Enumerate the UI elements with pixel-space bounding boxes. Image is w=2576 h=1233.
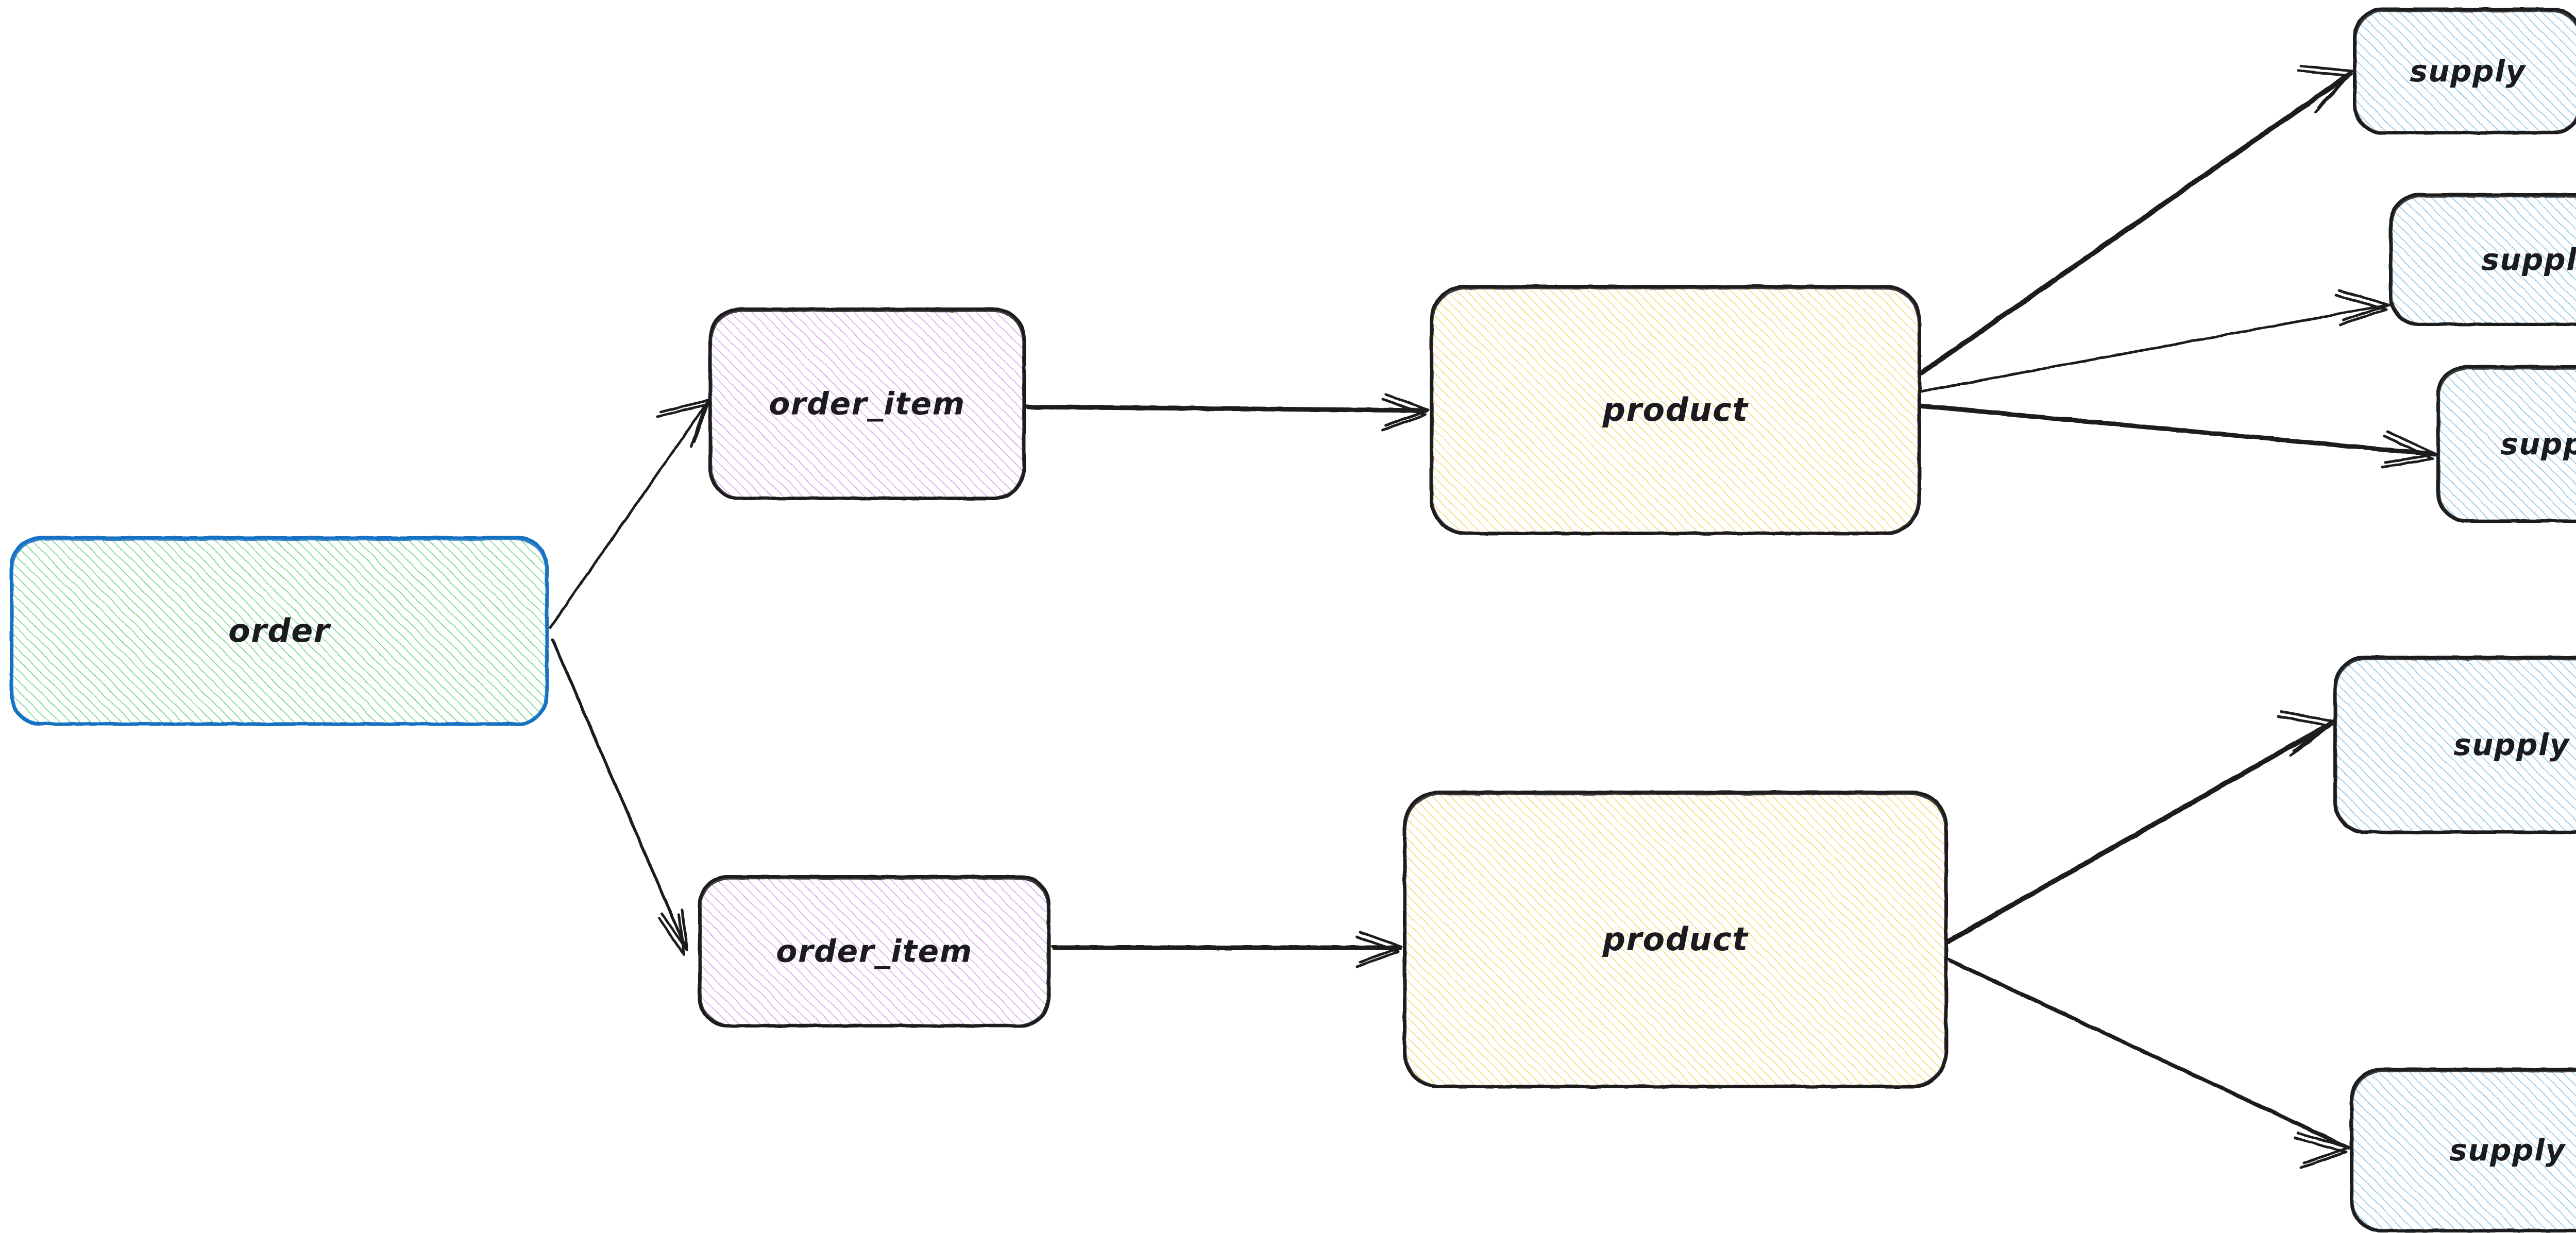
edge-product_top-to-supply_2[interactable] [1919, 289, 2391, 393]
edge-product_top-to-supply_1[interactable] [1919, 64, 2354, 375]
edge-arrowhead-second-stroke [2293, 1136, 2348, 1169]
edge-arrowhead [2280, 710, 2334, 752]
edge-product_bottom-to-supply_5[interactable] [1947, 957, 2351, 1169]
edge-arrowhead [2337, 289, 2391, 322]
node-supply_3[interactable]: supply [2436, 365, 2576, 523]
edge-order_item_bottom-to-product_bottom[interactable] [1050, 931, 1403, 968]
node-label: supply [2500, 426, 2576, 461]
edge-line-second-stroke [1921, 405, 2436, 457]
edge-arrowhead-second-stroke [2277, 715, 2331, 757]
node-outline-second-stroke [2351, 1070, 2576, 1231]
nodes-layer: orderorder_itemorder_itemproductproducts… [10, 8, 2576, 1232]
node-label: supply [2410, 54, 2526, 89]
node-order[interactable]: order [10, 536, 549, 726]
node-label: product [1602, 391, 1749, 429]
node-label: order [228, 612, 331, 649]
node-product_bottom[interactable]: product [1403, 791, 1948, 1088]
node-product_top[interactable]: product [1430, 285, 1921, 535]
node-outline [2436, 365, 2576, 523]
node-outline-second-stroke [710, 310, 1024, 499]
node-outline-second-stroke [2438, 368, 2576, 521]
node-outline-second-stroke [700, 878, 1049, 1026]
node-outline [2389, 193, 2576, 326]
node-outline [2353, 8, 2576, 134]
node-label: product [1602, 920, 1749, 958]
node-outline-second-stroke [1431, 287, 1920, 534]
node-outline-second-stroke [11, 539, 547, 724]
node-label: supply [2449, 1133, 2566, 1168]
node-fill-hatch [2335, 657, 2576, 832]
edge-line [1919, 71, 2352, 373]
node-outline-second-stroke [2354, 10, 2576, 133]
edge-arrowhead-second-stroke [1355, 935, 1400, 968]
edge-arrowhead-second-stroke [1381, 398, 1427, 432]
edge-arrowhead-second-stroke [656, 403, 707, 448]
node-order_item_top[interactable]: order_item [708, 307, 1026, 500]
node-supply_4[interactable]: supply [2333, 656, 2576, 834]
edges-layer [549, 64, 2437, 1169]
edge-arrowhead-second-stroke [2381, 435, 2434, 469]
edge-line-second-stroke [1026, 406, 1428, 413]
edge-line [1946, 721, 2332, 942]
node-fill-hatch [700, 877, 1049, 1026]
edge-line [1919, 403, 2435, 455]
node-supply_5[interactable]: supply [2350, 1068, 2576, 1232]
edge-line [1919, 303, 2389, 393]
node-outline [1403, 791, 1948, 1088]
edge-arrowhead [660, 909, 689, 952]
edge-order-to-order_item_bottom[interactable] [551, 638, 689, 956]
node-outline [10, 536, 549, 726]
node-outline-second-stroke [1404, 793, 1946, 1087]
node-outline [2333, 656, 2576, 834]
edge-line-second-stroke [1948, 960, 2350, 1150]
edge-arrowhead-second-stroke [657, 913, 686, 956]
edge-line [1025, 404, 1427, 411]
edge-arrowhead-second-stroke [2296, 69, 2351, 113]
node-fill-hatch [710, 309, 1024, 499]
edge-line-second-stroke [552, 640, 688, 950]
edge-arrowhead [1359, 931, 1403, 964]
node-outline [708, 307, 1026, 500]
node-outline-second-stroke [2335, 658, 2576, 832]
edge-arrowhead [1384, 393, 1430, 427]
edge-line [1947, 957, 2349, 1148]
edge-order_item_top-to-product_top[interactable] [1025, 393, 1430, 432]
node-outline [2350, 1068, 2576, 1232]
node-fill-hatch [2438, 367, 2576, 521]
edge-product_top-to-supply_3[interactable] [1919, 403, 2437, 469]
node-fill-hatch [1404, 792, 1946, 1087]
edge-arrowhead [2296, 1132, 2351, 1164]
node-fill-hatch [2351, 1069, 2576, 1231]
edge-arrowhead [2384, 430, 2437, 464]
node-label: order_item [769, 386, 965, 422]
node-fill-hatch [2354, 9, 2576, 133]
node-supply_1[interactable]: supply [2353, 8, 2576, 134]
edge-line-second-stroke [1947, 723, 2333, 944]
edge-line-second-stroke [1921, 73, 2353, 375]
edge-line [549, 399, 710, 629]
node-label: order_item [776, 934, 973, 970]
node-label: supply [2453, 727, 2570, 762]
edge-arrowhead-second-stroke [2334, 294, 2388, 327]
node-outline [698, 875, 1050, 1028]
node-fill-hatch [11, 538, 547, 724]
edge-product_bottom-to-supply_4[interactable] [1946, 710, 2334, 944]
node-label: supply [2481, 242, 2576, 277]
edge-order-to-order_item_top[interactable] [549, 399, 710, 629]
node-fill-hatch [1431, 286, 1920, 534]
node-supply_2[interactable]: supply [2389, 193, 2576, 326]
node-fill-hatch [2391, 195, 2576, 324]
node-order_item_bottom[interactable]: order_item [698, 875, 1050, 1028]
node-outline [1430, 285, 1921, 535]
node-outline-second-stroke [2391, 196, 2576, 324]
